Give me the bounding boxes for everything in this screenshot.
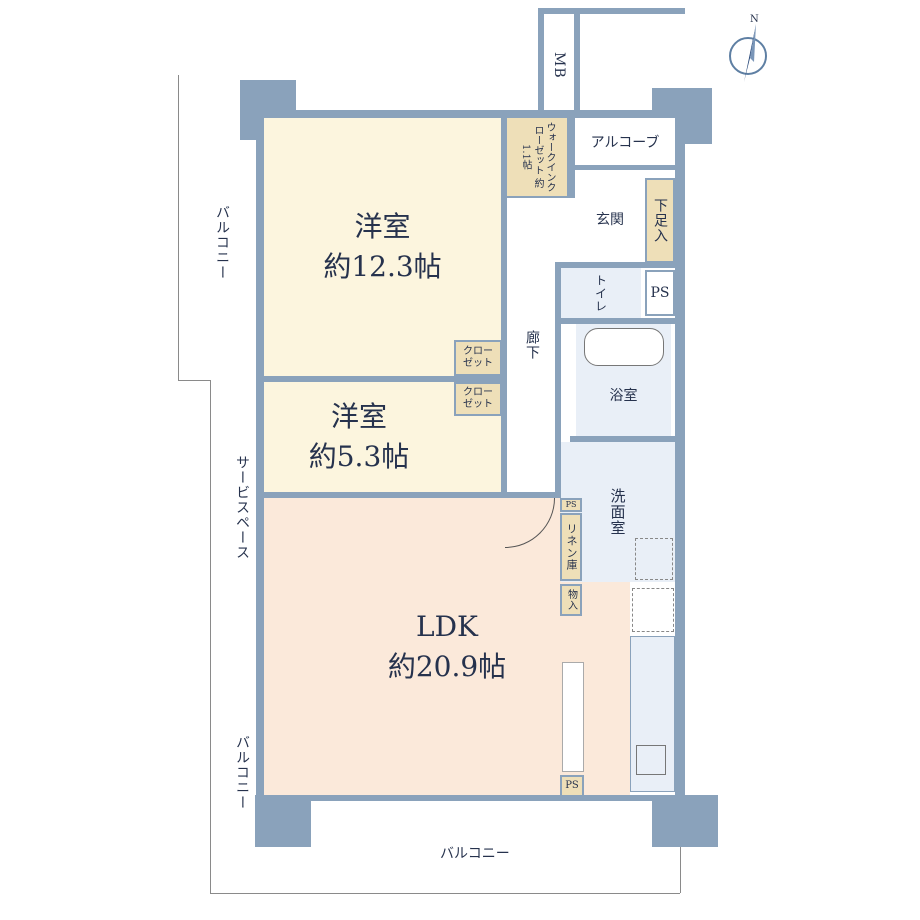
balcony-outline	[178, 75, 179, 380]
balcony-label: バルコニー	[234, 735, 250, 810]
compass-icon: N	[718, 14, 778, 84]
wall	[264, 492, 560, 498]
wall	[255, 795, 685, 801]
stove-icon	[636, 745, 666, 775]
counter	[562, 662, 584, 772]
wall	[569, 118, 575, 198]
wic-size: 約1.1帖	[520, 144, 543, 189]
room-western-2-ext	[454, 416, 501, 492]
walk-in-closet: ウォークインクローゼット 約1.1帖	[505, 116, 569, 198]
room-size: 約12.3帖	[323, 250, 442, 283]
balcony-outline	[680, 845, 681, 893]
wall	[538, 8, 544, 112]
balcony-outline	[210, 893, 680, 894]
linen-storage: リネン庫	[560, 513, 582, 581]
ps-bottom: PS	[560, 775, 584, 797]
washing-machine-area	[635, 538, 673, 580]
wall	[574, 14, 580, 112]
ps-top: PS	[645, 270, 675, 316]
column	[255, 795, 311, 847]
shoe-cabinet: 下足入	[645, 178, 675, 263]
room-name: 洋室	[330, 400, 387, 433]
service-space-label: サービスペース	[234, 455, 250, 560]
wall	[256, 110, 264, 810]
balcony-label: バルコニー	[214, 205, 230, 280]
wic-label: ウォークインクローゼット	[532, 122, 555, 192]
storage: 物入	[560, 584, 582, 616]
room-western-2: 洋室約5.3帖	[264, 382, 454, 492]
room-size: 約20.9帖	[387, 649, 507, 683]
wall	[501, 118, 507, 498]
room-name: 洋室	[354, 210, 411, 243]
balcony-outline	[178, 380, 210, 381]
wall	[555, 262, 561, 622]
ps-mid: PS	[560, 498, 582, 512]
balcony-label: バルコニー	[440, 846, 510, 862]
wall	[675, 90, 685, 820]
meter-box: MB	[544, 40, 574, 90]
entrance: 玄関	[575, 175, 645, 263]
wall	[555, 262, 675, 268]
bathtub	[584, 328, 664, 366]
fridge-space	[632, 588, 674, 632]
hallway: 廊下	[507, 198, 557, 492]
closet-2: クローゼット	[454, 382, 502, 416]
column	[652, 795, 718, 847]
room-name: LDK	[416, 609, 478, 643]
toilet: トイレ	[561, 268, 641, 318]
wall	[555, 318, 675, 324]
wall	[570, 436, 675, 442]
room-size: 約5.3帖	[308, 440, 410, 473]
closet-1: クローゼット	[454, 340, 502, 376]
alcove: アルコーブ	[575, 118, 675, 170]
wall	[538, 8, 685, 14]
room-western-1: 洋室約12.3帖	[264, 118, 501, 376]
wall	[264, 376, 504, 382]
wall	[255, 110, 685, 118]
balcony-outline	[210, 380, 211, 893]
kitchen-counter	[630, 636, 675, 792]
